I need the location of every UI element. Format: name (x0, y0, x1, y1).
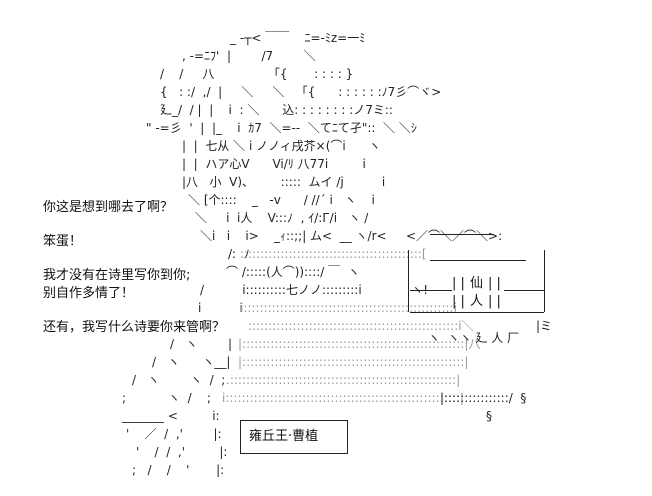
ascii-art-line: 廴_/ / | | i : ＼ 込: : : : : : : :ノ7ミ:: (160, 103, 393, 117)
dotted-row: |:::::::::::::::::::::::::::::::::::::::… (238, 337, 481, 351)
decoration-line: ヽ ヽヽ 廴 人 厂 (428, 331, 520, 345)
decoration-line: |ミ (536, 319, 553, 333)
ascii-art-line: / ヽ ヽ / ; (132, 373, 226, 387)
ascii-art-line: ＼i i i> _ｨ::;;| ム< __ ヽ/r< (200, 229, 387, 243)
name-seal-text: 雍丘王·曹植 (249, 429, 319, 444)
decoration-line: |::::::::::::::::/ § (440, 391, 527, 405)
ascii-art-line: ' ／ / ,' |: (126, 427, 222, 441)
sign-bars-left: | | (452, 276, 465, 291)
ascii-art-line: _______ < i: (122, 409, 220, 423)
sign-mid-left (410, 290, 452, 291)
sign-top-line (430, 234, 494, 235)
name-seal-box: 雍丘王·曹植 (240, 420, 348, 454)
ascii-art-line: ＼ [个:::: _ -v / //´ i ヽ i (188, 193, 375, 207)
ascii-art-line: , -=ﾆﾌ' | /7 ＼ (182, 49, 316, 63)
dialogue-line-5: 还有，我写什么诗要你来管啊？ (43, 320, 226, 335)
ascii-art-line: ' / / ,' |: (136, 445, 228, 459)
dotted-row: |:::::::::::::::::::::::::::::::::::::::… (238, 355, 469, 369)
dotted-row: .:::::::::::::::::::::::::::::::::::::::… (226, 373, 461, 387)
ascii-art-line: " -=彡 ' | |_ i ｶ7 ＼=-- ＼てﾆて孑":: ＼ ＼ｼ (146, 121, 417, 135)
dialogue-line-4: 别自作多情了！ (43, 286, 135, 301)
dotted-row: ::::::::::::::::::::::::::::::::::::::::… (240, 247, 427, 261)
ascii-art-line: | | ハア心V Vi/ﾘ 八77i i (182, 157, 366, 171)
sign-mid-right (504, 290, 544, 291)
ascii-art-line: / i::::::::::七ノノ:::::::::i ヽ! (200, 283, 429, 297)
immortal-signboard: | | 仙 | | | | 人 | | (408, 234, 546, 313)
dotted-row: i:::::::::::::::::::::::::::::::::::::::… (222, 391, 464, 405)
ascii-art-line: ⌒ /:::::(人⌒))::::/ ￣ ヽ (226, 265, 360, 279)
dialogue-line-3: 我才没有在诗里写你到你; (43, 268, 191, 283)
sign-bottom-line (410, 312, 544, 313)
ascii-art-line: / ヽ ヽ__| (152, 355, 231, 369)
dotted-row: ::::::::::::::::::::::::::::::::::::::::… (248, 319, 474, 333)
sign-left-edge (408, 250, 409, 312)
sign-right-edge (544, 250, 545, 312)
ascii-art-line: | | 七从 ＼ i ノノィ戌芥×(⌒i ヽ (182, 139, 381, 153)
sign-bars-left-2: | | (452, 294, 465, 309)
ascii-art-line: / ヽ | (170, 337, 233, 351)
sign-under-line (430, 260, 526, 261)
ascii-art-line: / / 八 「{ : : : : } (160, 67, 354, 81)
dialogue-line-1: 你这是想到哪去了啊？ (43, 200, 174, 215)
sign-char-bottom: 人 (470, 294, 484, 309)
ascii-art-line: /: ﾉ (228, 247, 250, 261)
ascii-art-line: i i (198, 301, 243, 315)
ascii-art-line: { : :/ ,/ | ＼ ＼ 「{ : : : : : :ﾉ7彡⌒ヾ> (160, 85, 442, 99)
ascii-art-line: ; ヽ / ; (122, 391, 211, 405)
ascii-art-line: ＼ i i人 V:::ﾉ , ｲ/:Г/i ヽ / (195, 211, 369, 225)
sign-bars-right-2: | | (488, 294, 501, 309)
ascii-art-line: _ -┬< ￣￣ ﾆ=-ﾐz=一ﾐ (230, 31, 366, 45)
decoration-line: § (486, 409, 492, 423)
dotted-row: i:::::::::::::::::::::::::::::::::::::::… (240, 301, 457, 315)
ascii-art-line: ; / / ' |: (132, 463, 225, 477)
decoration-line: <／⌒＼／⌒＼>: (406, 229, 503, 243)
sign-char-top: 仙 (470, 276, 484, 291)
ascii-art-line: |八 小 V)、 ::::: ムイ /j i (182, 175, 386, 189)
sign-bars-right: | | (488, 276, 501, 291)
dialogue-line-2: 笨蛋！ (43, 234, 83, 249)
